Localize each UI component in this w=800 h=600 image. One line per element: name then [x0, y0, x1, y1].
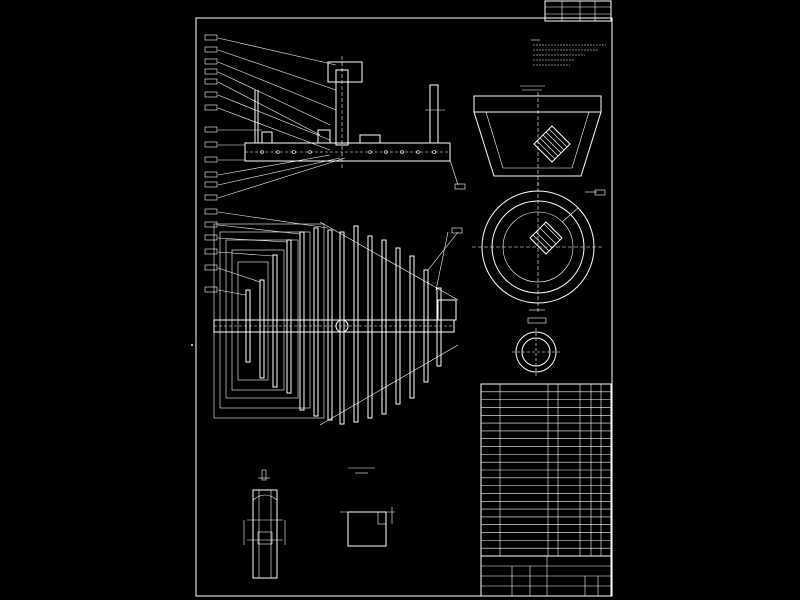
hatched-square-1 [533, 125, 571, 163]
stray-dot [190, 343, 194, 347]
label-tags-lower [204, 208, 463, 293]
detail-block-section [340, 467, 395, 547]
detail-pipe-section [243, 469, 286, 579]
vertical-rods [245, 225, 442, 425]
section-view-trapezoid [473, 85, 606, 196]
upper-assembly [204, 34, 466, 201]
circular-top-view [472, 182, 604, 324]
parts-list-rows [481, 391, 611, 549]
lower-assembly [204, 208, 463, 426]
ring-detail [512, 328, 560, 376]
beam-holes [260, 150, 436, 154]
sheet-border [195, 17, 613, 597]
bottom-title-block [480, 555, 612, 597]
leader-lines-lower [217, 211, 449, 296]
top-title-block [544, 0, 612, 22]
hatched-square-2 [529, 221, 563, 255]
parts-list-table [480, 383, 612, 557]
label-tags-upper [204, 34, 466, 201]
leader-lines-upper [217, 37, 459, 199]
technical-notes [531, 39, 606, 66]
